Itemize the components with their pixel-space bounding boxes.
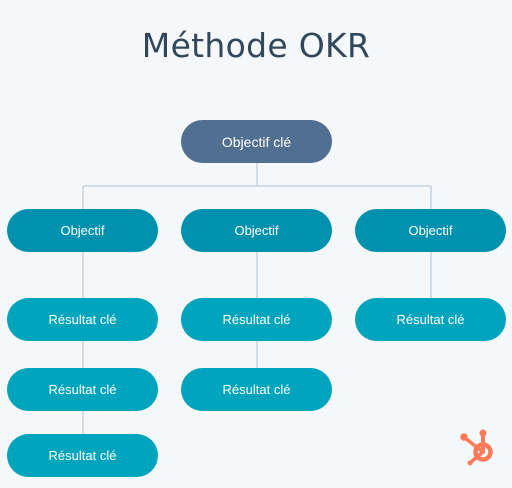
result-node-2-2: Résultat clé — [181, 368, 332, 411]
objective-node-2: Objectif — [181, 209, 332, 252]
result-node-1-3: Résultat clé — [7, 434, 158, 477]
result-label-1-1: Résultat clé — [48, 312, 117, 327]
objective-label-2: Objectif — [234, 223, 279, 238]
result-node-1-1: Résultat clé — [7, 298, 158, 341]
hubspot-sprocket-icon — [460, 429, 493, 466]
result-label-2-1: Résultat clé — [222, 312, 291, 327]
result-node-2-1: Résultat clé — [181, 298, 332, 341]
root-key-objective-node: Objectif clé — [181, 120, 332, 163]
result-label-1-3: Résultat clé — [48, 448, 117, 463]
objective-node-3: Objectif — [355, 209, 506, 252]
page-title: Méthode OKR — [141, 26, 371, 65]
result-label-1-2: Résultat clé — [48, 382, 117, 397]
result-label-3-1: Résultat clé — [396, 312, 465, 327]
result-node-3-1: Résultat clé — [355, 298, 506, 341]
root-key-objective-label: Objectif clé — [221, 133, 292, 150]
objective-label-3: Objectif — [408, 223, 453, 238]
objective-node-1: Objectif — [7, 209, 158, 252]
result-label-2-2: Résultat clé — [222, 382, 291, 397]
objective-label-1: Objectif — [60, 223, 105, 238]
result-node-1-2: Résultat clé — [7, 368, 158, 411]
